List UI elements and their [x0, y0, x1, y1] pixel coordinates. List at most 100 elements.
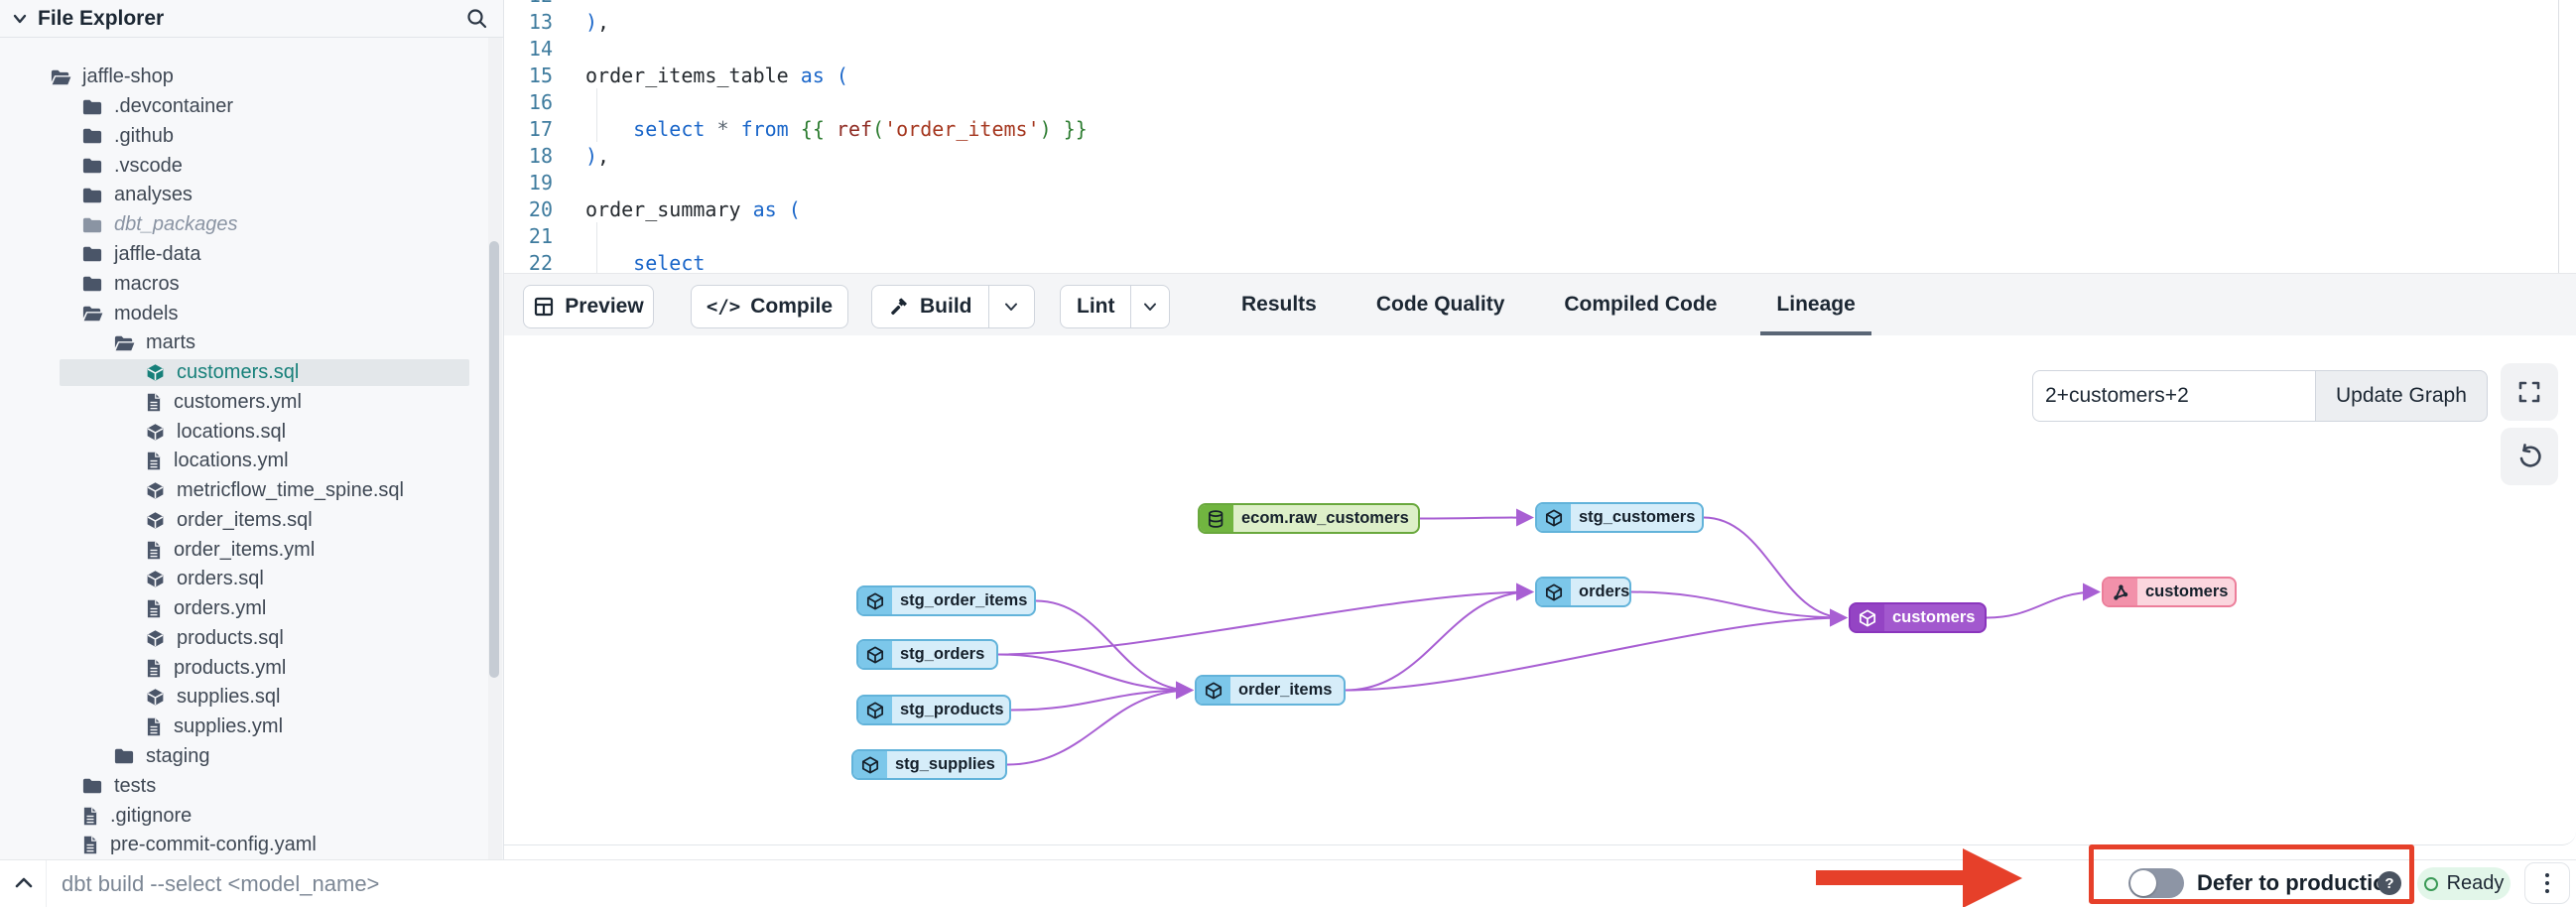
code-line[interactable]: 18), — [505, 142, 2576, 169]
line-number: 22 — [505, 251, 553, 274]
lineage-edge-orders-to-customers — [1631, 592, 1845, 618]
lineage-node-stg_products[interactable]: stg_products — [856, 695, 1011, 725]
file-tree-item[interactable]: order_items.sql — [0, 505, 503, 535]
code-editor[interactable]: 1213),1415order_items_table as (1617 sel… — [505, 0, 2576, 273]
model-icon — [145, 687, 166, 708]
model-cube-icon — [858, 641, 892, 668]
lineage-node-label: ecom.raw_customers — [1233, 505, 1417, 532]
file-tree-item-label: products.sql — [177, 627, 284, 650]
file-tree-item[interactable]: products.yml — [0, 653, 503, 683]
code-line[interactable]: 19 — [505, 169, 2576, 195]
file-tree-item[interactable]: analyses — [0, 181, 503, 210]
file-tree-item[interactable]: locations.yml — [0, 447, 503, 476]
tab-compiled-code[interactable]: Compiled Code — [1560, 274, 1721, 335]
folder-open-icon — [81, 304, 103, 324]
lineage-node-raw_customers[interactable]: ecom.raw_customers — [1198, 503, 1420, 534]
compile-button[interactable]: </> Compile — [691, 285, 848, 328]
kebab-menu-button[interactable] — [2524, 862, 2570, 904]
command-input[interactable] — [60, 861, 1750, 907]
code-icon: </> — [707, 296, 740, 318]
model-icon — [145, 422, 166, 443]
file-tree-item[interactable]: macros — [0, 269, 503, 299]
code-line[interactable]: 22 select — [505, 249, 2576, 273]
file-tree-item[interactable]: products.sql — [0, 624, 503, 654]
file-tree-item[interactable]: orders.sql — [0, 565, 503, 594]
build-button[interactable]: Build — [872, 286, 988, 327]
lineage-node-label: stg_orders — [892, 641, 992, 668]
file-tree-item[interactable]: staging — [0, 742, 503, 772]
file-tree-item[interactable]: .gitignore — [0, 801, 503, 831]
folder-icon — [81, 274, 103, 294]
lineage-node-stg_supplies[interactable]: stg_supplies — [851, 749, 1007, 780]
code-text: ), — [585, 144, 609, 168]
lineage-node-customers[interactable]: customers — [1849, 602, 1987, 633]
lineage-node-customers_semantic[interactable]: customers — [2102, 577, 2237, 607]
reset-view-button[interactable] — [2501, 428, 2558, 485]
toggle-knob — [2130, 870, 2156, 896]
code-line[interactable]: 17 select * from {{ ref('order_items') }… — [505, 115, 2576, 142]
lint-dropdown-caret[interactable] — [1130, 286, 1169, 327]
tab-results[interactable]: Results — [1237, 274, 1321, 335]
scrollbar-thumb[interactable] — [489, 241, 499, 678]
lineage-node-order_items[interactable]: order_items — [1195, 675, 1346, 706]
code-text: select * from {{ ref('order_items') }} — [585, 117, 1088, 141]
file-tree-item[interactable]: jaffle-data — [0, 240, 503, 270]
fullscreen-button[interactable] — [2501, 363, 2558, 421]
file-tree-item[interactable]: models — [0, 299, 503, 328]
lineage-node-orders[interactable]: orders — [1535, 577, 1631, 607]
status-label: Ready — [2447, 872, 2505, 895]
code-line[interactable]: 20order_summary as ( — [505, 195, 2576, 222]
file-tree-item[interactable]: pre-commit-config.yaml — [0, 831, 503, 859]
file-tree-item[interactable]: customers.yml — [0, 387, 503, 417]
build-dropdown-caret[interactable] — [988, 286, 1035, 327]
code-line[interactable]: 15order_items_table as ( — [505, 62, 2576, 88]
file-tree-item[interactable]: supplies.sql — [0, 683, 503, 713]
file-tree-item[interactable]: .github — [0, 122, 503, 152]
lineage-node-stg_orders[interactable]: stg_orders — [856, 639, 998, 670]
file-tree-item-label: customers.yml — [174, 391, 302, 414]
file-tree-item[interactable]: marts — [0, 328, 503, 358]
lineage-node-stg_customers[interactable]: stg_customers — [1535, 502, 1704, 533]
help-icon[interactable]: ? — [2378, 871, 2401, 895]
lint-button[interactable]: Lint — [1061, 286, 1130, 327]
line-number: 17 — [505, 117, 553, 141]
file-tree-item[interactable]: orders.yml — [0, 594, 503, 624]
chevron-down-icon[interactable] — [10, 9, 30, 34]
file-tree-item-label: products.yml — [174, 657, 286, 680]
file-tree-item[interactable]: customers.sql — [0, 358, 503, 388]
lineage-node-stg_order_items[interactable]: stg_order_items — [856, 585, 1036, 616]
defer-to-production-toggle[interactable] — [2128, 868, 2184, 898]
tab-code-quality[interactable]: Code Quality — [1372, 274, 1509, 335]
lineage-selector-input[interactable] — [2032, 370, 2315, 422]
code-line[interactable]: 16 — [505, 88, 2576, 115]
folder-icon — [81, 244, 103, 264]
lineage-edge-customers-to-customers_semantic — [1987, 592, 2098, 618]
file-tree-item-label: metricflow_time_spine.sql — [177, 479, 404, 502]
status-dot-icon — [2424, 877, 2438, 891]
file-tree-item[interactable]: dbt_packages — [0, 210, 503, 240]
tab-lineage[interactable]: Lineage — [1772, 274, 1859, 335]
code-line[interactable]: 21 — [505, 222, 2576, 249]
code-line[interactable]: 13), — [505, 8, 2576, 35]
preview-button[interactable]: Preview — [523, 285, 654, 328]
code-line[interactable]: 14 — [505, 35, 2576, 62]
source-database-icon — [1200, 505, 1233, 532]
file-tree-item[interactable]: .devcontainer — [0, 92, 503, 122]
update-graph-button[interactable]: Update Graph — [2315, 370, 2488, 422]
file-tree-item-label: .gitignore — [110, 805, 192, 828]
code-line[interactable]: 12 — [505, 0, 2576, 8]
scrollbar-track[interactable] — [488, 38, 502, 859]
file-tree-item[interactable]: order_items.yml — [0, 535, 503, 565]
line-number: 12 — [505, 0, 553, 7]
file-tree-item[interactable]: .vscode — [0, 151, 503, 181]
chevron-up-icon[interactable] — [12, 872, 36, 899]
code-text: select — [585, 251, 705, 274]
file-tree-item[interactable]: supplies.yml — [0, 713, 503, 742]
lineage-node-label: order_items — [1230, 677, 1340, 704]
file-tree-item[interactable]: jaffle-shop — [0, 63, 503, 92]
file-tree-item[interactable]: metricflow_time_spine.sql — [0, 476, 503, 506]
file-tree-item-label: locations.sql — [177, 421, 286, 444]
file-tree-item[interactable]: tests — [0, 771, 503, 801]
search-icon[interactable] — [465, 7, 489, 36]
file-tree-item[interactable]: locations.sql — [0, 417, 503, 447]
